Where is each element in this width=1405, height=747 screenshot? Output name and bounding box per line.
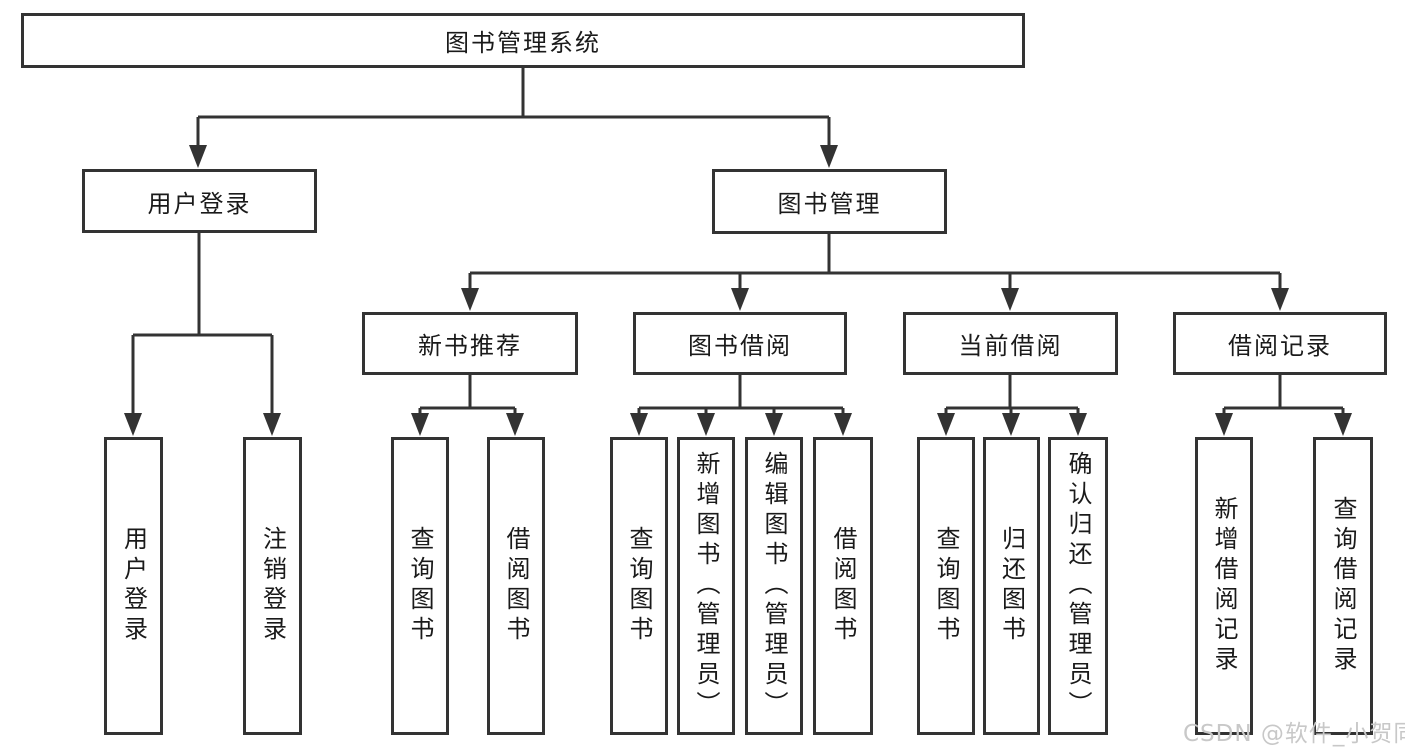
leaf-return-books: 归还图书 [983, 437, 1040, 735]
node-borrow-records: 借阅记录 [1173, 312, 1387, 375]
arrowheads [124, 145, 1352, 436]
leaf-borrow-books: 借阅图书 [813, 437, 873, 735]
leaf-borrow-books-recommend: 借阅图书 [487, 437, 545, 735]
watermark-text: CSDN @软件_小贺同学 [1183, 721, 1405, 747]
leaf-query-borrow-record: 查询借阅记录 [1313, 437, 1373, 735]
leaf-add-borrow-record: 新增借阅记录 [1195, 437, 1253, 735]
node-book-borrowing: 图书借阅 [633, 312, 847, 375]
leaf-query-books-current: 查询图书 [917, 437, 975, 735]
node-new-book-recommend: 新书推荐 [362, 312, 578, 375]
leaf-edit-book-admin: 编辑图书（管理员） [745, 437, 803, 735]
node-current-borrowing: 当前借阅 [903, 312, 1118, 375]
leaf-query-books-recommend: 查询图书 [391, 437, 449, 735]
leaf-query-books-borrowing: 查询图书 [610, 437, 668, 735]
leaf-logout: 注销登录 [243, 437, 302, 735]
leaf-confirm-return-admin: 确认归还（管理员） [1048, 437, 1108, 735]
node-book-management: 图书管理 [712, 169, 947, 234]
leaf-user-login: 用户登录 [104, 437, 163, 735]
node-user-login: 用户登录 [82, 169, 317, 233]
leaf-add-book-admin: 新增图书（管理员） [677, 437, 735, 735]
node-library-management-system: 图书管理系统 [21, 13, 1025, 68]
